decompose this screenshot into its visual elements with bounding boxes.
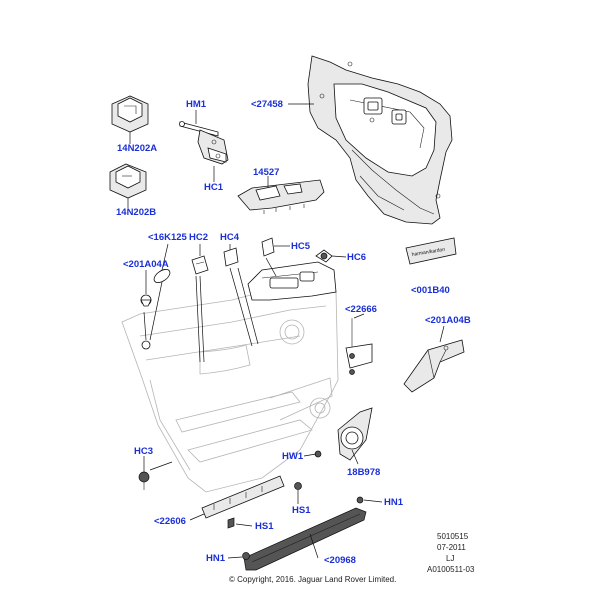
- callout-hn1-left[interactable]: HN1: [206, 553, 226, 564]
- callout-hc1[interactable]: HC1: [204, 182, 224, 193]
- switch-bezel-14527: [237, 179, 325, 214]
- callout-hm1[interactable]: HM1: [186, 99, 207, 110]
- callout-001b40[interactable]: <001B40: [411, 285, 450, 296]
- callout-14n202b[interactable]: 14N202B: [116, 207, 157, 218]
- callout-22606[interactable]: <22606: [154, 516, 186, 527]
- badge-text: harman/kardon: [411, 247, 445, 258]
- small-fasteners-upper: [140, 237, 333, 350]
- callout-hc4[interactable]: HC4: [220, 232, 240, 243]
- callout-hc5[interactable]: HC5: [291, 241, 311, 252]
- callout-18b978[interactable]: 18B978: [347, 467, 381, 478]
- callout-14527[interactable]: 14527: [253, 167, 280, 178]
- callout-16k125[interactable]: <16K125: [148, 232, 187, 243]
- reference-initials: LJ: [446, 554, 455, 563]
- clip-14n202a: [111, 95, 149, 133]
- callout-hs1-lower[interactable]: HS1: [255, 521, 274, 532]
- clip-14n202b: [109, 163, 147, 199]
- callout-14n202a[interactable]: 14N202A: [117, 143, 158, 154]
- sill-trim-20968: [243, 507, 367, 571]
- copyright-notice: © Copyright, 2016. Jaguar Land Rover Lim…: [229, 575, 397, 584]
- callout-22666[interactable]: <22666: [345, 304, 377, 315]
- bracket-22666: [345, 318, 373, 375]
- trim-strip-22606: [201, 475, 285, 529]
- callout-201a04b[interactable]: <201A04B: [425, 315, 471, 326]
- inner-door-panel: [307, 55, 453, 225]
- callout-hc3[interactable]: HC3: [134, 446, 154, 457]
- reference-drawing-number: A0100511-03: [427, 565, 475, 574]
- reference-date: 07-2011: [437, 543, 466, 552]
- callout-201a04a[interactable]: <201A04A: [123, 259, 169, 270]
- callout-27458[interactable]: <27458: [251, 99, 283, 110]
- handle-bracket: [179, 121, 229, 165]
- screws-and-nuts: [138, 450, 364, 560]
- callout-hn1-right[interactable]: HN1: [384, 497, 404, 508]
- callout-hw1[interactable]: HW1: [282, 451, 304, 462]
- speaker-grille: [337, 407, 373, 461]
- door-trim-panel: [121, 261, 339, 493]
- callout-20968[interactable]: <20968: [324, 555, 356, 566]
- callout-hc2[interactable]: HC2: [189, 232, 209, 243]
- callout-hc6[interactable]: HC6: [347, 252, 367, 263]
- audio-badge: harman/kardon: [405, 237, 457, 265]
- leader-lines: [127, 103, 445, 559]
- reference-code: 5010515: [437, 532, 469, 541]
- callout-hs1-upper[interactable]: HS1: [292, 505, 311, 516]
- bracket-201a04b: [403, 339, 465, 393]
